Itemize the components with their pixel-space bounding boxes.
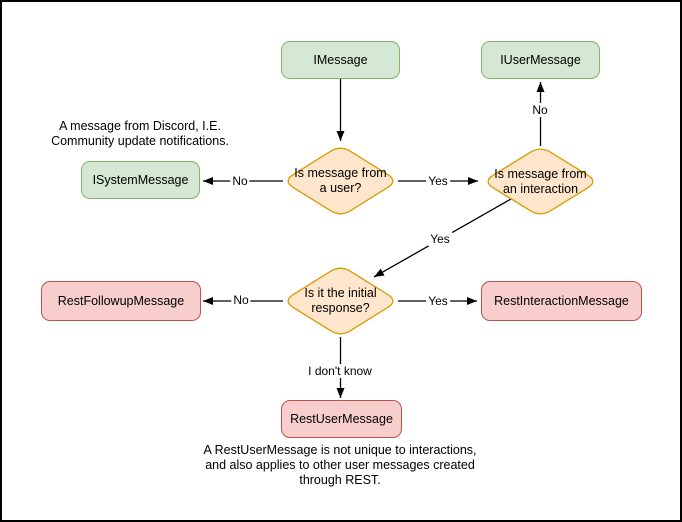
decision-label-line: Is it the initial xyxy=(304,286,377,300)
decision-label-is-from-interaction: Is message from an interaction xyxy=(481,167,601,197)
node-restfollowupmessage: RestFollowupMessage xyxy=(41,281,201,321)
node-restinteractionmessage: RestInteractionMessage xyxy=(481,281,642,321)
note-line: Community update notifications. xyxy=(51,134,229,148)
decision-label-line: response? xyxy=(311,301,370,315)
node-isystemmessage: ISystemMessage xyxy=(81,161,200,199)
edge-label-yes-interaction-decision: Yes xyxy=(426,173,450,188)
decision-diamond-is-from-interaction xyxy=(487,148,594,215)
edge-label-no-isystemmessage: No xyxy=(230,174,250,188)
note-line: through REST. xyxy=(299,473,381,487)
decision-diamond-is-from-user xyxy=(287,147,394,215)
decision-label-line: Is message from xyxy=(494,166,587,181)
note-line: and also applies to other user messages … xyxy=(205,458,475,472)
note-system-message: A message from Discord, I.E. Community u… xyxy=(40,119,240,149)
edge-label-no-restfollowupmessage: No xyxy=(231,293,251,307)
decision-label-is-from-user: Is message from a user? xyxy=(281,166,401,196)
node-iusermessage: IUserMessage xyxy=(481,41,600,79)
edge-label-no-iusermessage: No xyxy=(530,103,550,117)
note-line: A RestUserMessage is not unique to inter… xyxy=(203,443,477,457)
edge-label-yes-restinteractionmessage: Yes xyxy=(426,293,450,308)
node-imessage: IMessage xyxy=(281,41,400,79)
decision-label-is-initial-response: Is it the initial response? xyxy=(281,286,401,316)
note-line: A message from Discord, I.E. xyxy=(59,119,221,133)
edge-label-idk-restusermessage: I don't know xyxy=(306,364,374,378)
note-rest-user-message: A RestUserMessage is not unique to inter… xyxy=(150,443,530,488)
decision-label-line: an interaction xyxy=(502,181,579,196)
decision-label-line: a user? xyxy=(319,181,362,195)
decision-label-line: Is message from xyxy=(294,166,387,180)
decision-diamond-is-initial-response xyxy=(287,267,394,335)
edge-label-yes-initial-decision: Yes xyxy=(428,232,452,246)
node-restusermessage: RestUserMessage xyxy=(281,400,402,438)
